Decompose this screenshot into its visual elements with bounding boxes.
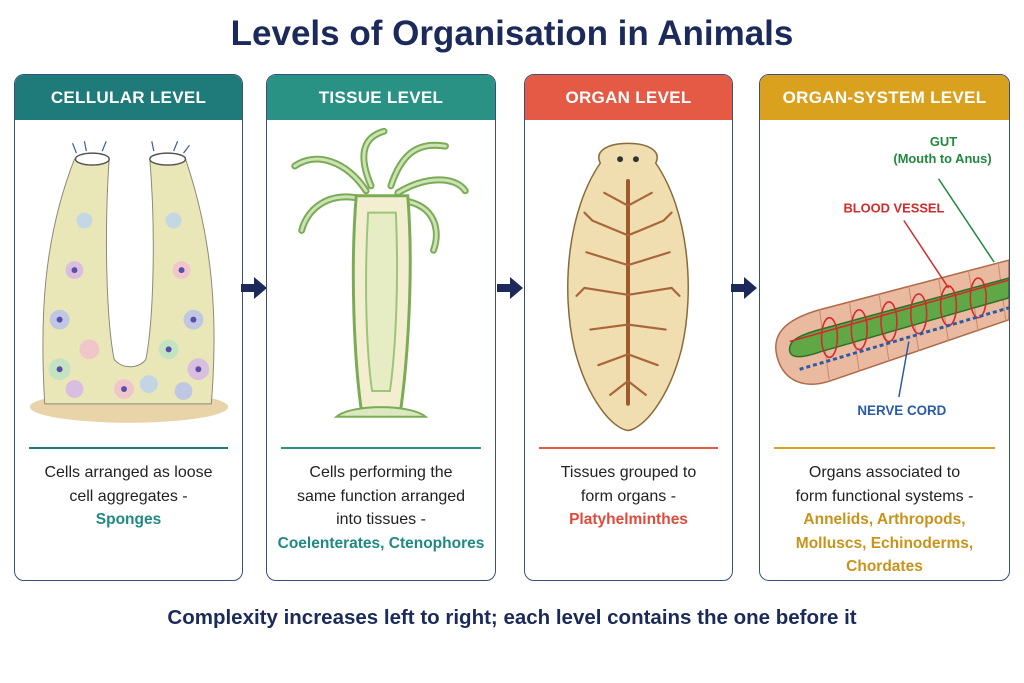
blood-vessel-label: BLOOD VESSEL	[843, 201, 944, 216]
panel-organ-system-level: ORGAN-SYSTEM LEVEL GUT (Mouth to Anus) B…	[759, 74, 1010, 581]
panel-description: Cells arranged as loose cell aggregates …	[21, 461, 236, 532]
desc-line: Tissues grouped to	[560, 464, 697, 481]
example-text: Platyhelminthes	[569, 511, 688, 528]
example-text: Molluscs, Echinoderms,	[795, 534, 974, 552]
panel-heading: ORGAN LEVEL	[525, 75, 732, 120]
page-title: Levels of Organisation in Animals	[230, 14, 794, 53]
panel-description: Organs associated to form functional sys…	[766, 461, 1003, 579]
nerve-cord-label: NERVE CORD	[857, 403, 946, 418]
desc-line: form functional systems -	[795, 487, 974, 505]
desc-line: cell aggregates -	[69, 487, 188, 505]
gut-sublabel: (Mouth to Anus)	[893, 151, 991, 166]
panel-description: Cells performing the same function arran…	[273, 461, 489, 555]
right-arrow-icon	[731, 277, 757, 299]
desc-line: same function arranged	[296, 487, 466, 505]
desc-line: form organs -	[580, 487, 677, 505]
right-arrow-icon	[497, 277, 523, 299]
earthworm-illustration: GUT (Mouth to Anus) BLOOD VESSEL NERVE C…	[775, 134, 1009, 418]
desc-line: Cells arranged as loose	[44, 464, 213, 481]
divider	[774, 447, 995, 449]
footer-caption: Complexity increases left to right; each…	[167, 606, 857, 629]
divider	[29, 447, 228, 449]
gut-label: GUT	[930, 134, 957, 149]
right-arrow-icon	[241, 277, 267, 299]
desc-line: Cells performing the	[309, 464, 453, 481]
divider	[281, 447, 481, 449]
example-text: Sponges	[95, 511, 162, 528]
divider	[539, 447, 718, 449]
panel-cellular-level: CELLULAR LEVEL Cells arranged a	[14, 74, 243, 581]
panel-heading: ORGAN-SYSTEM LEVEL	[760, 75, 1009, 120]
flatworm-illustration	[567, 142, 689, 432]
panel-heading: TISSUE LEVEL	[267, 75, 495, 120]
desc-line: Organs associated to	[808, 464, 961, 481]
sponge-illustration	[29, 141, 229, 423]
example-text: Chordates	[846, 558, 923, 575]
panel-description: Tissues grouped to form organs - Platyhe…	[531, 461, 726, 532]
panel-tissue-level: TISSUE LEVEL Cells performing the same f…	[266, 74, 496, 581]
panel-organ-level: ORGAN LEVEL Tissues grouped to form orga…	[524, 74, 733, 581]
panel-heading: CELLULAR LEVEL	[15, 75, 242, 120]
desc-line: into tissues -	[336, 511, 426, 528]
example-text: Coelenterates, Ctenophores	[277, 534, 485, 552]
hydra-illustration	[291, 127, 469, 418]
example-text: Annelids, Arthropods,	[803, 511, 966, 528]
